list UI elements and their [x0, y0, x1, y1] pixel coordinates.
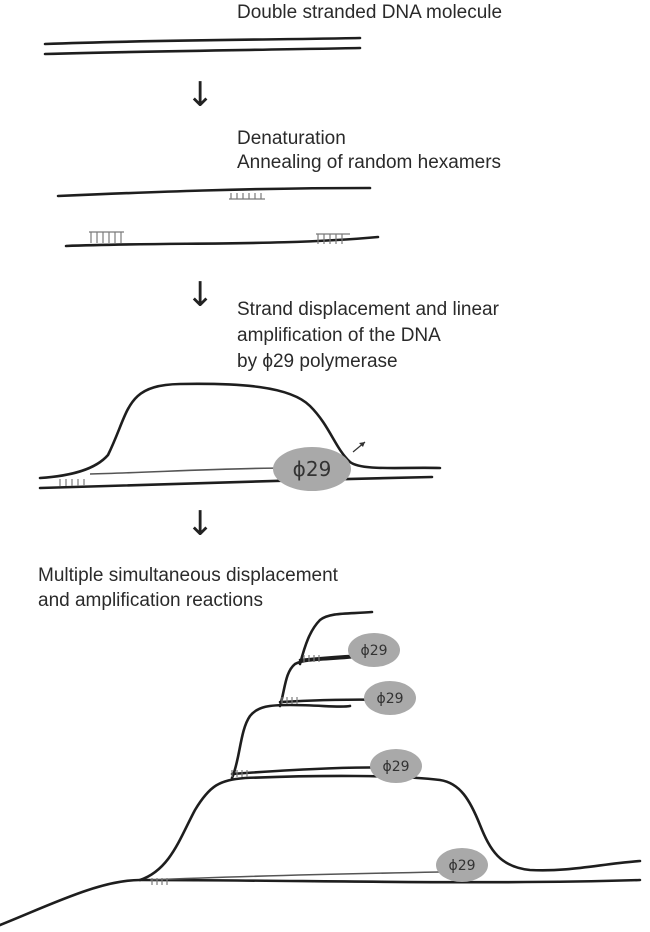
double-stranded-dna: [43, 36, 362, 56]
hexamer-stage3: [59, 479, 85, 486]
multiple-displacement: ϕ29 ϕ29 ϕ29 ϕ29: [0, 610, 642, 927]
hexamer-branch-1: [151, 878, 168, 885]
phi29-label-1: ϕ29: [448, 858, 475, 874]
denatured-strand-top: [56, 186, 372, 200]
step1-label: Double stranded DNA molecule: [237, 2, 503, 23]
denatured-strand-bottom: [64, 231, 380, 248]
step3-label-line1: Strand displacement and linear: [237, 299, 499, 320]
step2-label-line1: Denaturation: [237, 128, 346, 149]
step3-label-line3: by ϕ29 polymerase: [237, 351, 398, 372]
hexamer-top: [229, 193, 265, 200]
phi29-label: ϕ29: [293, 457, 332, 481]
phi29-polymerase-4: [348, 633, 400, 667]
strand-displacement: ϕ29: [38, 382, 442, 491]
hexamer-branch-4: [303, 655, 320, 662]
hexamer-left: [89, 231, 124, 243]
step2-label-line2: Annealing of random hexamers: [237, 152, 502, 173]
phi29-polymerase-1: [436, 848, 488, 882]
hexamer-right: [316, 233, 350, 244]
phi29-polymerase: [273, 447, 351, 491]
step4-label-line2: and amplification reactions: [38, 590, 263, 611]
down-arrow-2: ↓: [186, 275, 215, 315]
phi29-polymerase-3: [364, 681, 416, 715]
down-arrow-3: ↓: [186, 504, 215, 544]
direction-arrow: [352, 441, 366, 453]
step4-label-line1: Multiple simultaneous displacement: [38, 565, 338, 586]
phi29-label-4: ϕ29: [360, 643, 387, 659]
hexamer-branch-2: [231, 770, 248, 777]
phi29-label-2: ϕ29: [382, 759, 409, 775]
hexamer-branch-3: [281, 697, 298, 704]
step3-label-line2: amplification of the DNA: [237, 325, 441, 346]
phi29-label-3: ϕ29: [376, 691, 403, 707]
down-arrow-1: ↓: [186, 75, 215, 115]
phi29-polymerase-2: [370, 749, 422, 783]
